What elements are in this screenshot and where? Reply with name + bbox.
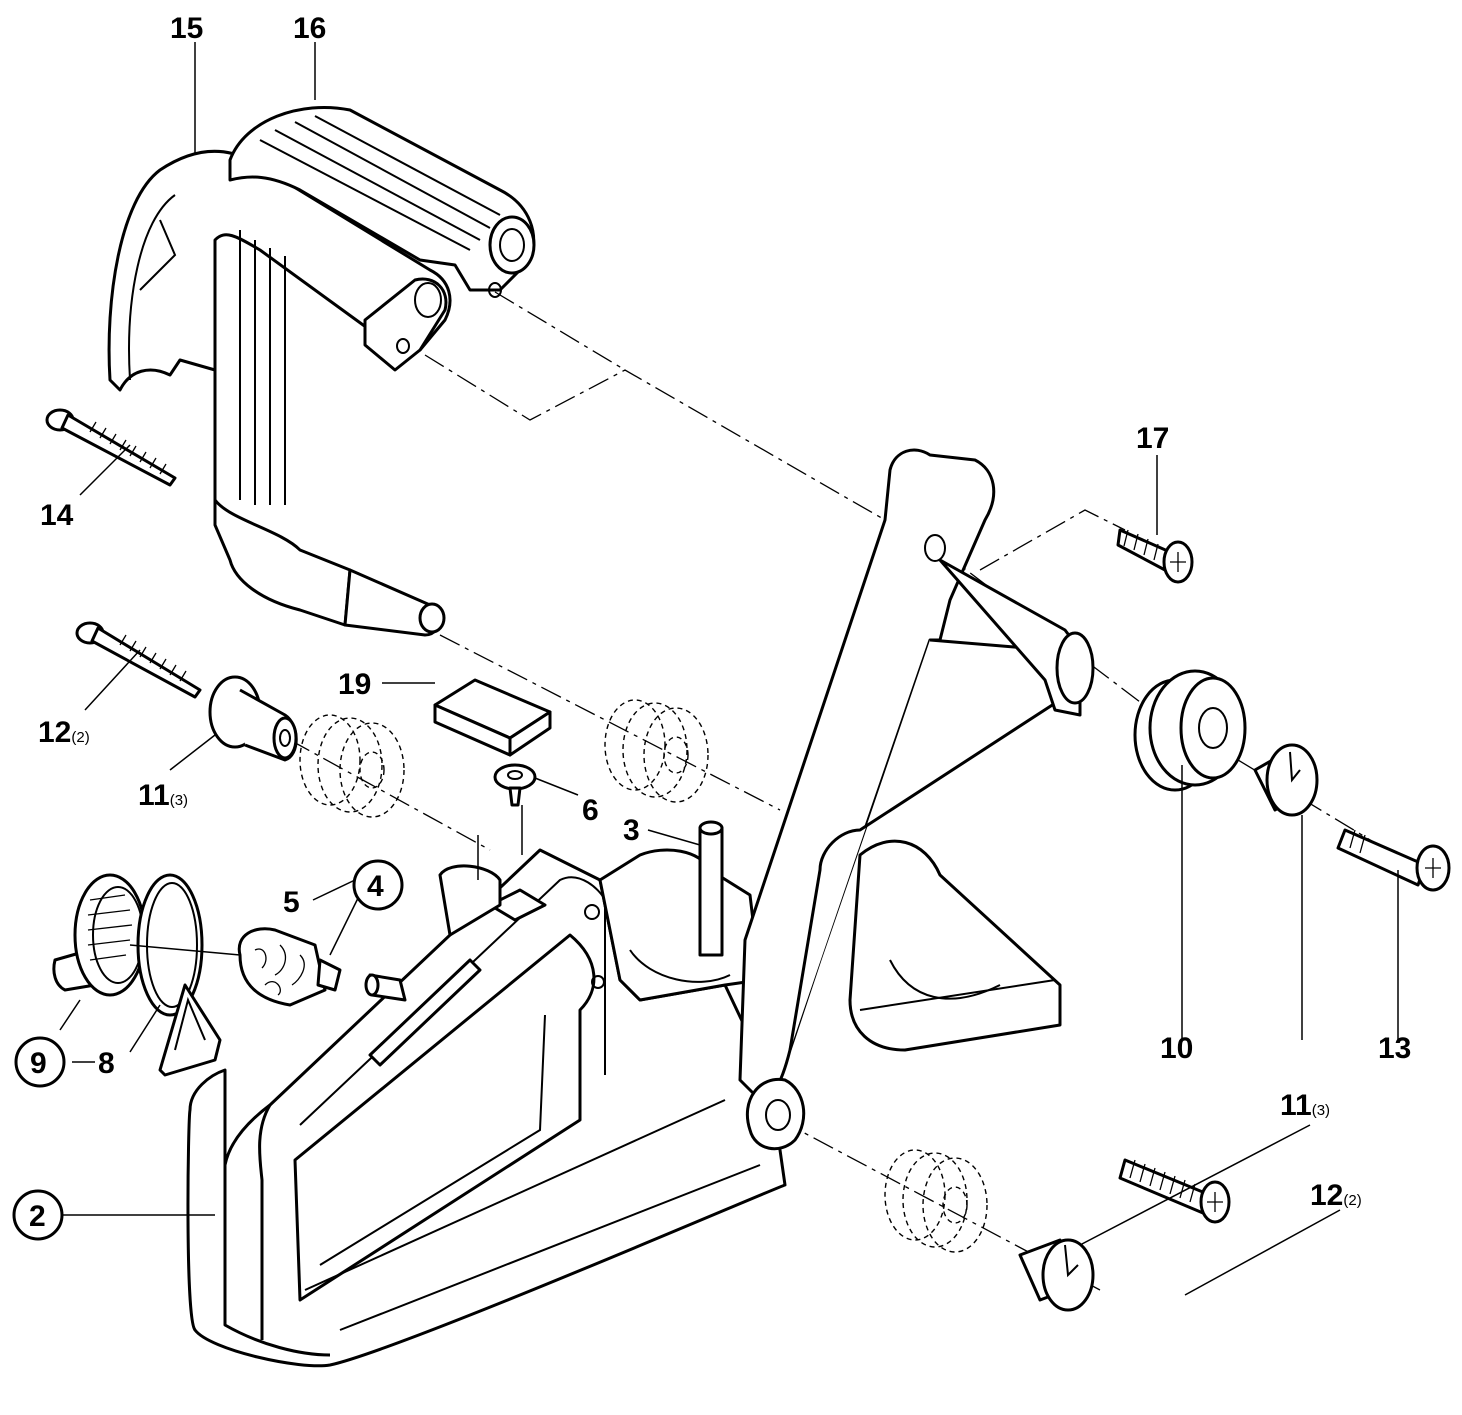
label-19: 19	[338, 668, 371, 701]
label-4: 4	[367, 870, 384, 903]
screw-12-upper	[75, 621, 202, 699]
tank-cap-9	[52, 873, 147, 997]
phantom-buffers	[299, 699, 988, 1253]
label-12-lower: 12(2)	[1310, 1179, 1362, 1212]
label-13: 13	[1378, 1032, 1411, 1065]
label-8: 8	[98, 1047, 115, 1080]
label-2: 2	[29, 1200, 46, 1233]
buffer-sleeve-right	[1253, 743, 1319, 817]
rear-handle-housing	[186, 848, 787, 1368]
filter-5	[237, 927, 342, 1007]
valve-6	[493, 763, 537, 807]
handle-grip	[228, 105, 536, 298]
fuel-hose-3	[698, 820, 724, 957]
label-3: 3	[623, 814, 640, 847]
label-11-right: 11(3)	[1280, 1089, 1330, 1122]
annular-buffer	[1133, 669, 1247, 792]
callout-circles	[12, 859, 404, 1241]
label-5: 5	[283, 886, 300, 919]
tank-shell	[598, 848, 762, 1002]
screw-12-lower	[1118, 1158, 1231, 1224]
buffer-sleeve-left	[208, 675, 298, 762]
label-12-upper: 12(2)	[38, 716, 90, 749]
seal-ring-8	[129, 873, 241, 1077]
label-9: 9	[30, 1047, 47, 1080]
label-10: 10	[1160, 1032, 1193, 1065]
label-6: 6	[582, 794, 599, 827]
label-17: 17	[1136, 422, 1169, 455]
label-11-left: 11(3)	[138, 779, 188, 812]
screw-17	[1116, 528, 1194, 584]
label-16: 16	[293, 12, 326, 45]
label-15: 15	[170, 12, 203, 45]
rubber-pad-19	[433, 678, 552, 757]
handlebar	[107, 149, 452, 637]
front-bracket-arm	[738, 448, 1095, 1151]
leader-lines	[59, 42, 1399, 1296]
label-14: 14	[40, 499, 74, 532]
buffer-sleeve-lower	[1018, 1238, 1095, 1312]
front-foot-plate	[848, 839, 1062, 1052]
fuel-pickup-4	[364, 973, 407, 1002]
part-labels: 15 16 17 14 19 12(2) 11(3) 6 3 5 4 9 8 1…	[29, 12, 1411, 1233]
screw-14	[45, 408, 177, 487]
screw-13	[1336, 828, 1451, 892]
